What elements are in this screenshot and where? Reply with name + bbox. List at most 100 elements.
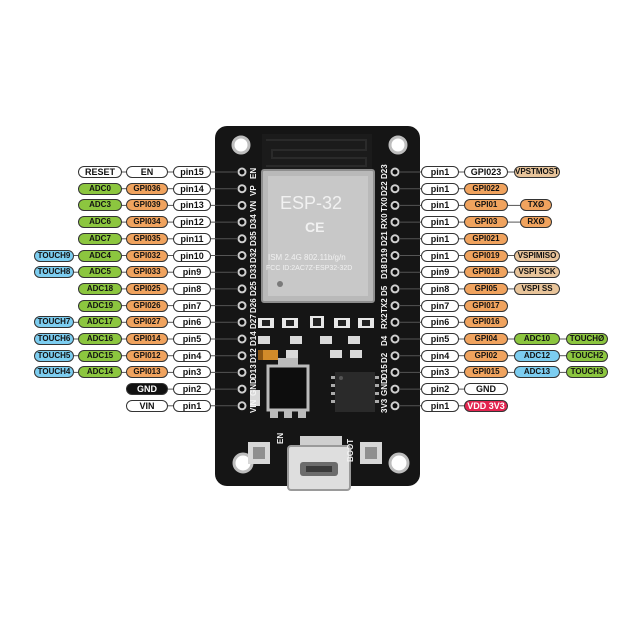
pin-label: pin1: [421, 216, 459, 229]
header-pin-name: D23: [380, 164, 389, 179]
header-pin: [237, 200, 247, 210]
header-pin-name: D21: [380, 231, 389, 246]
pin-label: GPI027: [126, 316, 168, 329]
pin-label: GND: [126, 383, 168, 396]
header-pins: [237, 167, 400, 411]
module-name: ESP-32: [280, 193, 343, 213]
header-pin: [237, 184, 247, 194]
pin-label: GPI05: [464, 282, 508, 295]
pin-label: ADC6: [78, 216, 122, 229]
pin-label: VSPI SS: [514, 282, 560, 295]
pin-label: GPI03: [464, 216, 508, 229]
header-pin-name: GND: [380, 378, 389, 397]
en-button-label: EN: [276, 432, 285, 444]
pin-label: ADC18: [78, 282, 122, 295]
pin-label: ADC16: [78, 333, 122, 345]
pin-label: ADC13: [514, 366, 560, 379]
pin-label: pin1: [421, 232, 459, 245]
header-pin-name: D4: [380, 335, 389, 346]
pin-label: TOUCH4: [34, 366, 74, 379]
header-pin-name: VN: [249, 201, 258, 213]
pin-label: GPI018: [464, 266, 508, 279]
pin-label: VPSTMOST: [514, 166, 560, 178]
pin-label: GND: [464, 383, 508, 396]
pin-label: GPI033: [126, 266, 168, 279]
header-pin: [390, 317, 400, 327]
header-pin: [390, 334, 400, 344]
header-pin: [390, 251, 400, 260]
pin-label: ADC0: [78, 182, 122, 195]
micro-usb-connector: [287, 436, 351, 491]
pin-label: pin6: [173, 316, 211, 329]
header-pin: [390, 234, 400, 244]
header-pin-name: VP: [249, 185, 258, 196]
pin-label: GPI017: [464, 299, 508, 312]
header-pin-name: D2: [380, 352, 389, 363]
header-pin: [237, 217, 247, 227]
header-pin: [390, 200, 400, 210]
pin-label: TOUCH5: [34, 349, 74, 362]
pin-label: GPI02: [464, 349, 508, 362]
pin-label: VIN: [126, 399, 168, 412]
pin-label: pin1: [173, 399, 211, 412]
pin-label: EN: [126, 166, 168, 178]
voltage-regulator: [266, 358, 310, 418]
pin-label: ADC5: [78, 266, 122, 279]
pin-label: pin5: [421, 333, 459, 345]
pin-label: TOUCH8: [34, 266, 74, 279]
pin-label: RESET: [78, 166, 122, 178]
pin-label: pin7: [421, 299, 459, 312]
pin-label: VSPIMISO: [514, 249, 560, 262]
header-pin: [390, 284, 400, 294]
header-pin: [390, 384, 400, 394]
pin-label: pin8: [173, 282, 211, 295]
pin-label: pin6: [421, 316, 459, 329]
ce-mark: CE: [305, 219, 325, 235]
boot-button-shape: [360, 442, 382, 464]
pin-label: VSPI SCK: [514, 266, 560, 279]
pin-label: ADC12: [514, 349, 560, 362]
pin-label: TOUCH2: [566, 349, 608, 362]
pin-label: GPI026: [126, 299, 168, 312]
pin-label: pin15: [173, 166, 211, 178]
header-pin: [390, 167, 400, 177]
pin-label: ADC10: [514, 333, 560, 345]
pin-label: VDD 3V3: [464, 399, 508, 412]
pin-label: pin11: [173, 232, 211, 245]
pin-label: ADC7: [78, 232, 122, 245]
header-pin: [237, 267, 247, 277]
pin-label: pin5: [173, 333, 211, 345]
pin-label: GPI039: [126, 199, 168, 212]
header-pin-name: GND: [249, 378, 258, 397]
pin-label: pin10: [173, 249, 211, 262]
pin-label: ADC14: [78, 366, 122, 379]
pin-label: GPI022: [464, 182, 508, 195]
header-pin-name: D34: [249, 214, 258, 230]
pin-label: pin1: [421, 182, 459, 195]
pin-label: pin1: [421, 199, 459, 212]
pin-label: GPI035: [126, 232, 168, 245]
pin-label: pin3: [421, 366, 459, 379]
header-pin-name: D35: [249, 231, 258, 246]
pin-label: pin4: [173, 349, 211, 362]
pin-label: TOUCHØ: [566, 333, 608, 345]
pin-label: pin1: [421, 399, 459, 412]
pin-label: pin12: [173, 216, 211, 229]
pin-label: ADC15: [78, 349, 122, 362]
pin-label: GPI04: [464, 333, 508, 345]
pin-label: pin3: [173, 366, 211, 379]
header-pin-name: D14: [249, 331, 258, 346]
module-ism-text: ISM 2.4G 802.11b/g/n: [268, 253, 346, 262]
header-pin-name: EN: [249, 167, 258, 179]
pin-label: GPI036: [126, 182, 168, 195]
pin-label: pin4: [421, 349, 459, 362]
header-pin: [237, 367, 247, 377]
header-pin: [390, 184, 400, 194]
pin-label: TXØ: [520, 199, 552, 212]
header-pin-name: D18: [380, 264, 389, 280]
pin-label: ADC19: [78, 299, 122, 312]
smd-components: [258, 316, 374, 360]
header-pin: [237, 301, 247, 311]
